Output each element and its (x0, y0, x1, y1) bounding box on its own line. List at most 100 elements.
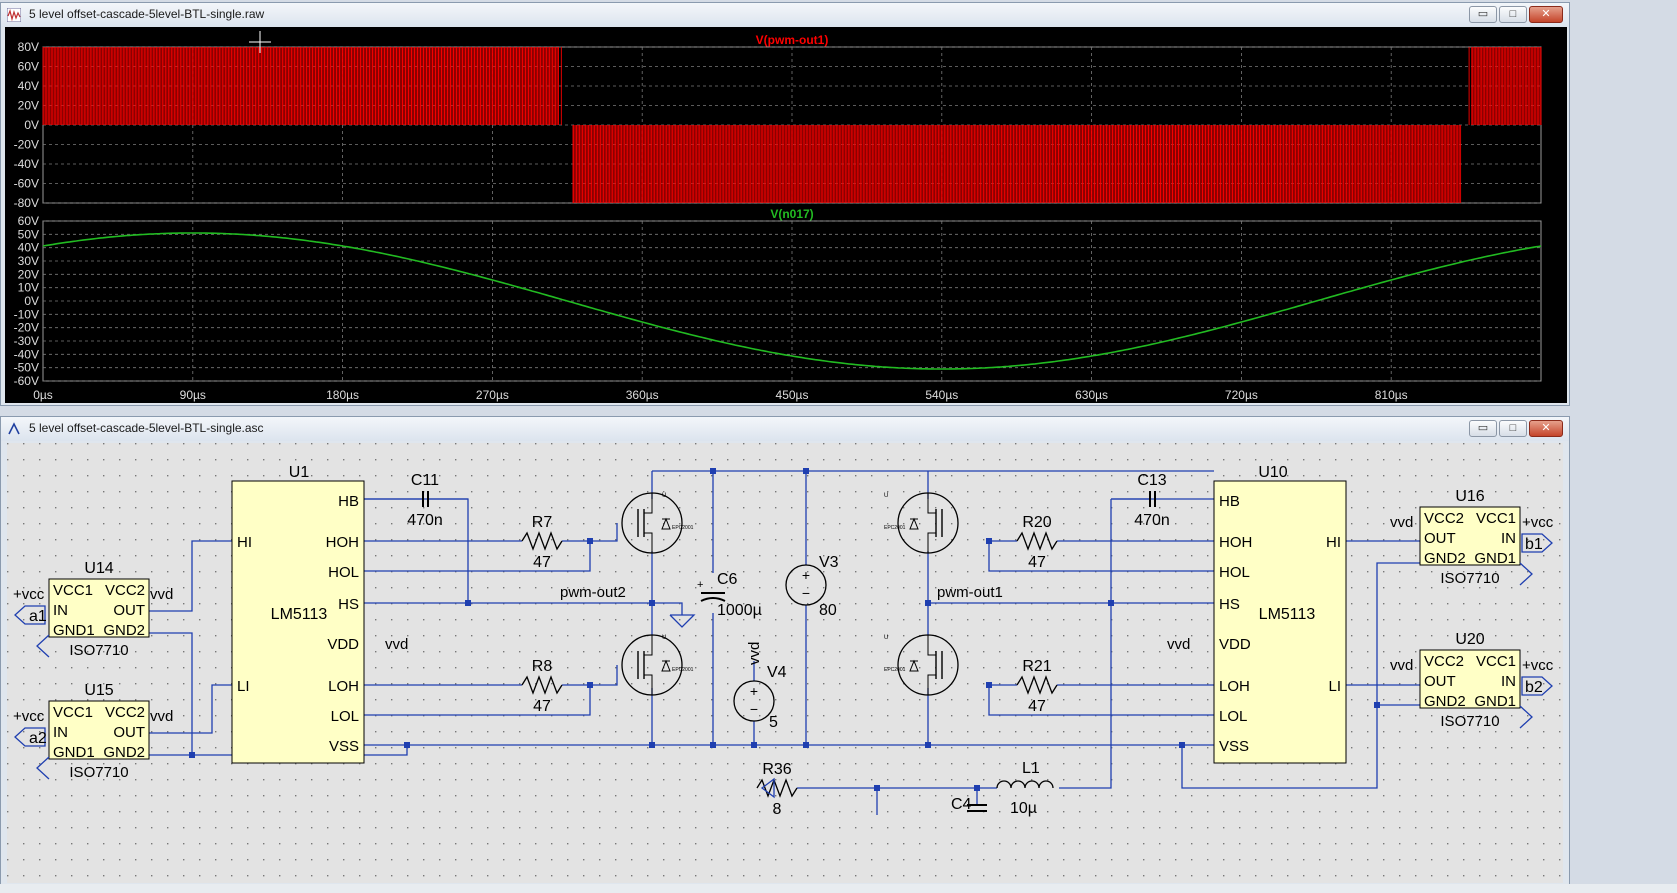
resistor-r20[interactable] (1016, 531, 1058, 551)
y-tick-label: 60V (18, 60, 39, 74)
plot-pane-pwm-out1[interactable]: V(pwm-out1)80V60V40V20V0V-20V-40V-60V-80… (14, 33, 1542, 210)
fet-diode (909, 517, 919, 530)
schematic-minimize-button[interactable]: ▭ (1469, 420, 1497, 437)
mosfet-u1-low-model: EPC2001 (672, 667, 694, 673)
fet-source (644, 532, 653, 553)
pin-label: HS (1219, 596, 1240, 613)
capacitor-c13[interactable] (1149, 491, 1156, 507)
inductor-l1[interactable] (996, 780, 1054, 789)
schematic-titlebar[interactable]: 5 level offset-cascade-5level-BTL-single… (1, 417, 1569, 441)
junction (404, 742, 410, 748)
net-label-pwm-out2: pwm-out2 (560, 584, 626, 601)
iso7710-u16-ref: U16 (1455, 488, 1484, 505)
waveform-minimize-button[interactable]: ▭ (1469, 6, 1497, 23)
port-b1[interactable] (1521, 533, 1553, 553)
resistor-r20-value: 47 (1028, 554, 1046, 571)
y-tick-label: 40V (18, 79, 39, 93)
capacitor-c11[interactable] (422, 491, 429, 507)
iso7710-u14[interactable] (48, 578, 150, 638)
wire (1059, 499, 1112, 789)
resistor-r36[interactable] (756, 778, 798, 798)
port-a1[interactable] (14, 605, 46, 625)
wire (590, 665, 618, 686)
pin-label: OUT (1424, 530, 1456, 547)
capacitor-c13-ref: C13 (1137, 472, 1166, 489)
iso7710-u15[interactable] (48, 700, 150, 760)
u10-ref: U10 (1258, 464, 1287, 481)
wire (364, 684, 591, 716)
resistor-zigzag (521, 531, 563, 551)
pin-label: HOL (1219, 564, 1250, 581)
mosfet-u10-low[interactable] (897, 634, 959, 696)
resistor-r8[interactable] (521, 675, 563, 695)
u1-ref: U1 (289, 464, 310, 481)
lm5113-u10[interactable] (1213, 480, 1347, 764)
mosfet-u1-low-tag: U (662, 635, 666, 641)
x-tick-label: 270µs (476, 388, 509, 402)
junction (925, 600, 931, 606)
waveform-close-button[interactable]: ✕ (1529, 6, 1563, 23)
net-label-vvd: vvd (1167, 636, 1190, 653)
schematic-close-button[interactable]: ✕ (1529, 420, 1563, 437)
junction (751, 742, 757, 748)
trace-fill (1471, 47, 1541, 125)
pin-label: GND1 (1474, 550, 1516, 567)
polarity-mark: + (802, 567, 810, 583)
schematic-maximize-button[interactable]: □ (1499, 420, 1527, 437)
voltage-source-v3[interactable] (785, 564, 827, 606)
capacitor-c11-value: 470n (407, 512, 443, 529)
y-tick-label: 20V (18, 99, 39, 113)
x-tick-label: 630µs (1075, 388, 1108, 402)
y-tick-label: 0V (24, 294, 39, 308)
mosfet-u10-low-tag: U (884, 635, 888, 641)
resistor-r21[interactable] (1016, 675, 1058, 695)
pin-label: HI (1326, 534, 1341, 551)
iso7710-u15-model: ISO7710 (69, 764, 128, 781)
iso7710-u20[interactable] (1419, 649, 1521, 709)
pin-label: VCC1 (1476, 510, 1516, 527)
port-b2[interactable] (1521, 676, 1553, 696)
mosfet-u1-low[interactable] (621, 634, 683, 696)
junction (925, 742, 931, 748)
waveform-maximize-button[interactable]: □ (1499, 6, 1527, 23)
waveform-app-icon (7, 8, 21, 22)
net-label-vvd: vvd (1390, 514, 1413, 531)
fet-diode (661, 659, 671, 672)
waveform-plot-area[interactable]: V(pwm-out1)80V60V40V20V0V-20V-40V-60V-80… (5, 27, 1567, 403)
pin-label: LI (237, 678, 250, 695)
polarity-mark: + (750, 683, 758, 699)
junction (1179, 742, 1185, 748)
port-a2[interactable] (14, 727, 46, 747)
polarity-mark: − (802, 585, 810, 601)
voltage-source-v4[interactable] (733, 680, 775, 722)
wire (988, 685, 1214, 716)
resistor-zigzag (1016, 675, 1058, 695)
pin-label: VCC2 (1424, 653, 1464, 670)
resistor-r8-ref: R8 (532, 658, 553, 675)
waveform-titlebar[interactable]: 5 level offset-cascade-5level-BTL-single… (1, 3, 1569, 27)
pin-label: VCC2 (1424, 510, 1464, 527)
resistor-r36-ref: R36 (762, 761, 791, 778)
pin-label: OUT (1424, 673, 1456, 690)
resistor-r7[interactable] (521, 531, 563, 551)
l1-value: 10µ (1010, 800, 1037, 817)
iso7710-u16[interactable] (1419, 506, 1521, 566)
u1-model: LM5113 (271, 606, 328, 623)
mosfet-u1-high[interactable] (621, 492, 683, 554)
pin-label: HOH (1219, 534, 1252, 551)
plot-pane-n017[interactable]: V(n017)60V50V40V30V20V10V0V-10V-20V-30V-… (14, 207, 1542, 402)
schematic-window-title: 5 level offset-cascade-5level-BTL-single… (29, 421, 264, 435)
wire (988, 541, 1214, 572)
resistor-zigzag (521, 675, 563, 695)
y-tick-label: -40V (14, 157, 39, 171)
lm5113-u1[interactable] (231, 480, 365, 764)
junction (986, 538, 992, 544)
junction (803, 742, 809, 748)
mosfet-u10-low-model: EPC2001 (884, 667, 906, 673)
junction (587, 682, 593, 688)
mosfet-u10-high[interactable] (897, 492, 959, 554)
fet-drain (644, 635, 653, 656)
fet-diode (909, 659, 919, 672)
trace-title: V(pwm-out1) (756, 33, 829, 47)
